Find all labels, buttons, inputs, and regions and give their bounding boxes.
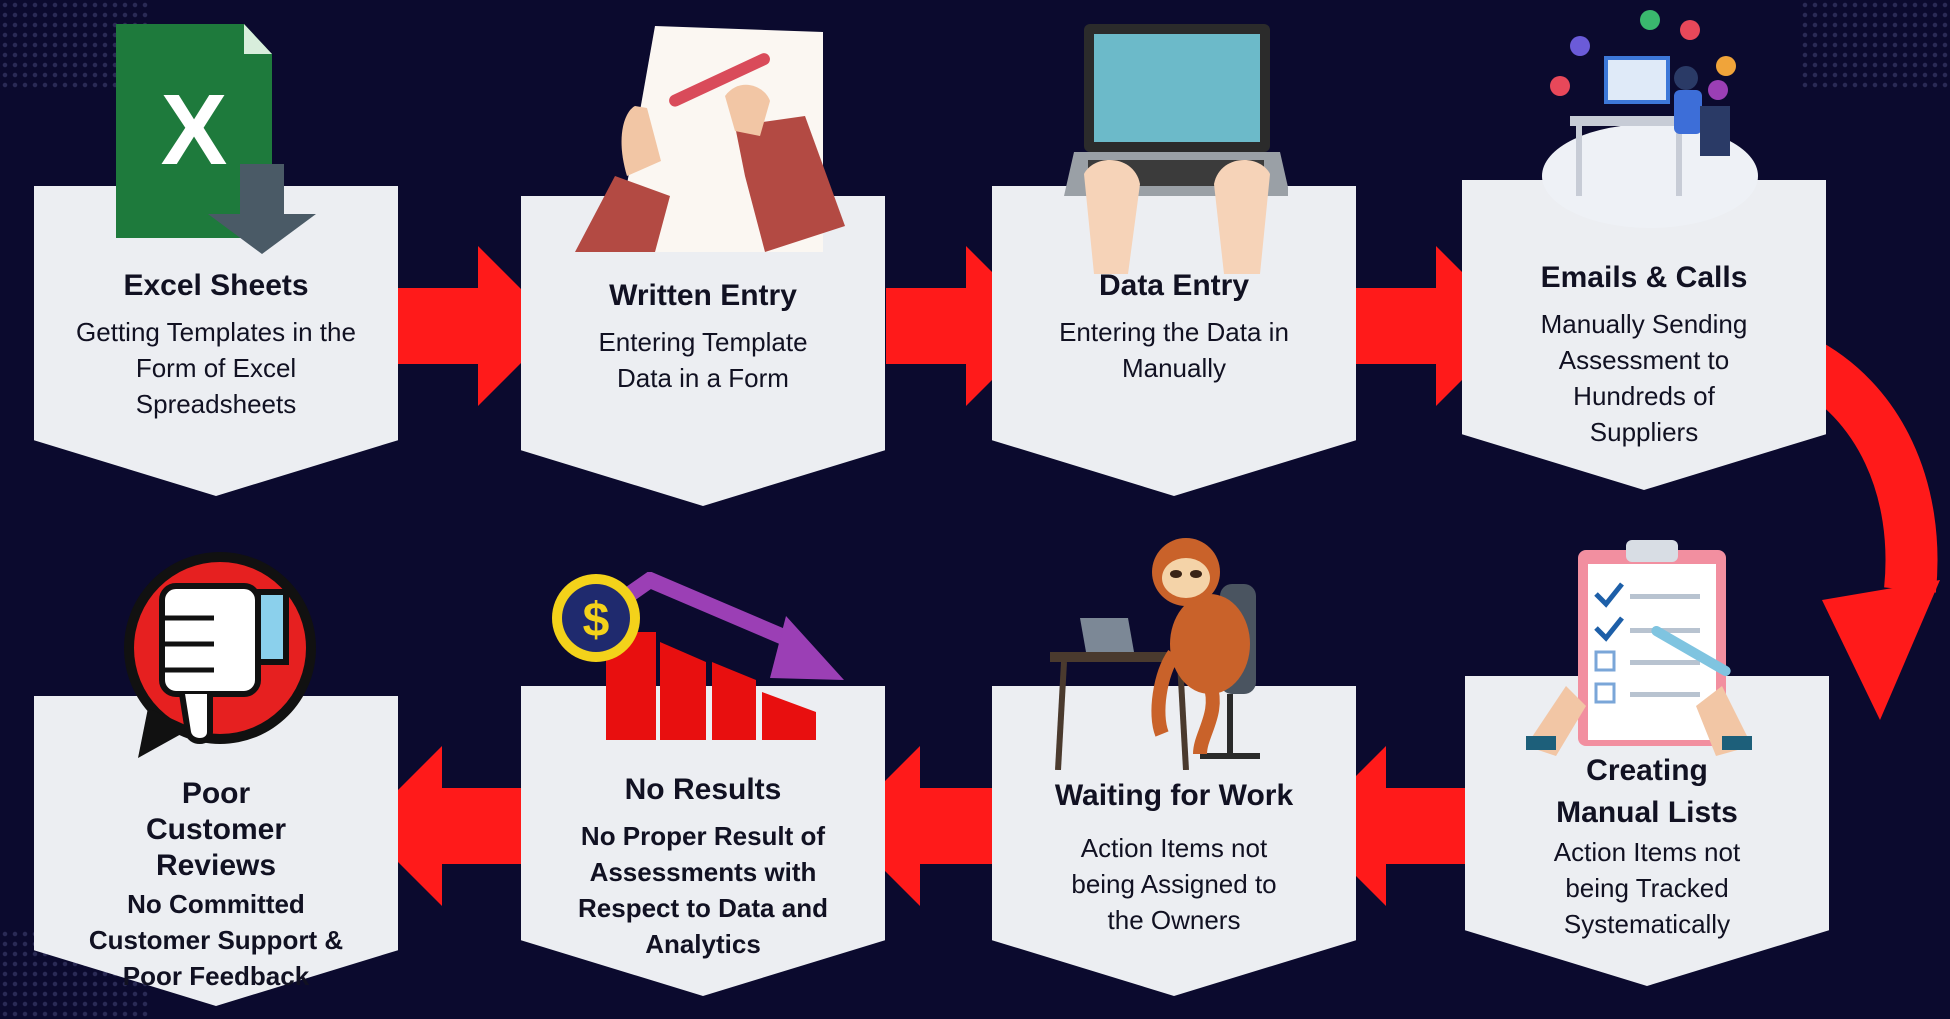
step-desc: Action Items not being Assigned to the O… xyxy=(1071,833,1277,935)
step-desc: No Proper Result of Assessments with Res… xyxy=(578,821,828,959)
excel-download-icon: X xyxy=(116,24,316,254)
step-desc: Getting Templates in the Form of Excel S… xyxy=(76,317,356,419)
arrow-curve-down xyxy=(1787,336,1940,720)
card-poor-reviews xyxy=(34,696,398,1006)
step-title: No Results xyxy=(624,773,782,806)
declining-chart-icon: $ xyxy=(552,572,844,740)
step-desc: Manually Sending Assessment to Hundreds … xyxy=(1540,309,1748,447)
laptop-typing-icon xyxy=(1064,24,1288,274)
step-title: Creating Manual Lists xyxy=(1556,754,1738,829)
thumbs-down-icon xyxy=(124,552,316,758)
step-desc: Action Items not being Tracked Systemati… xyxy=(1553,837,1741,939)
step-5-text: Creating Manual Lists Action Items not b… xyxy=(1465,750,1829,942)
step-1-text: Excel Sheets Getting Templates in the Fo… xyxy=(34,268,398,422)
step-title: Waiting for Work xyxy=(1054,779,1294,812)
step-desc: Entering Template Data in a Form xyxy=(598,327,808,393)
arrow-left-3 xyxy=(362,746,522,906)
dollar-sign: $ xyxy=(583,594,610,647)
writing-hands-icon xyxy=(575,26,845,252)
step-7-text: No Results No Proper Result of Assessmen… xyxy=(521,772,885,962)
step-title: Excel Sheets xyxy=(123,269,309,302)
step-title: Data Entry xyxy=(1098,269,1250,302)
step-title: Emails & Calls xyxy=(1540,261,1748,294)
step-title: Poor Customer Reviews xyxy=(145,777,287,882)
developer-desk-icon xyxy=(1542,10,1758,228)
step-desc: Entering the Data in Manually xyxy=(1059,317,1289,383)
card-emails-calls xyxy=(1462,180,1826,490)
sloth-at-desk-icon xyxy=(1050,538,1260,770)
card-waiting-for-work xyxy=(992,686,1356,996)
card-data-entry xyxy=(992,186,1356,496)
step-2-text: Written Entry Entering Template Data in … xyxy=(521,278,885,396)
step-6-text: Waiting for Work Action Items not being … xyxy=(992,778,1356,938)
step-4-text: Emails & Calls Manually Sending Assessme… xyxy=(1462,260,1826,450)
excel-letter: X xyxy=(161,74,228,186)
step-8-text: Poor Customer Reviews No Committed Custo… xyxy=(34,776,398,994)
step-title: Written Entry xyxy=(609,279,797,312)
clipboard-checklist-icon xyxy=(1526,540,1752,756)
arrow-right-1 xyxy=(398,246,558,406)
step-3-text: Data Entry Entering the Data in Manually xyxy=(992,268,1356,386)
step-desc: No Committed Customer Support & Poor Fee… xyxy=(88,889,344,991)
dot-pattern-top-right xyxy=(1800,0,1950,90)
